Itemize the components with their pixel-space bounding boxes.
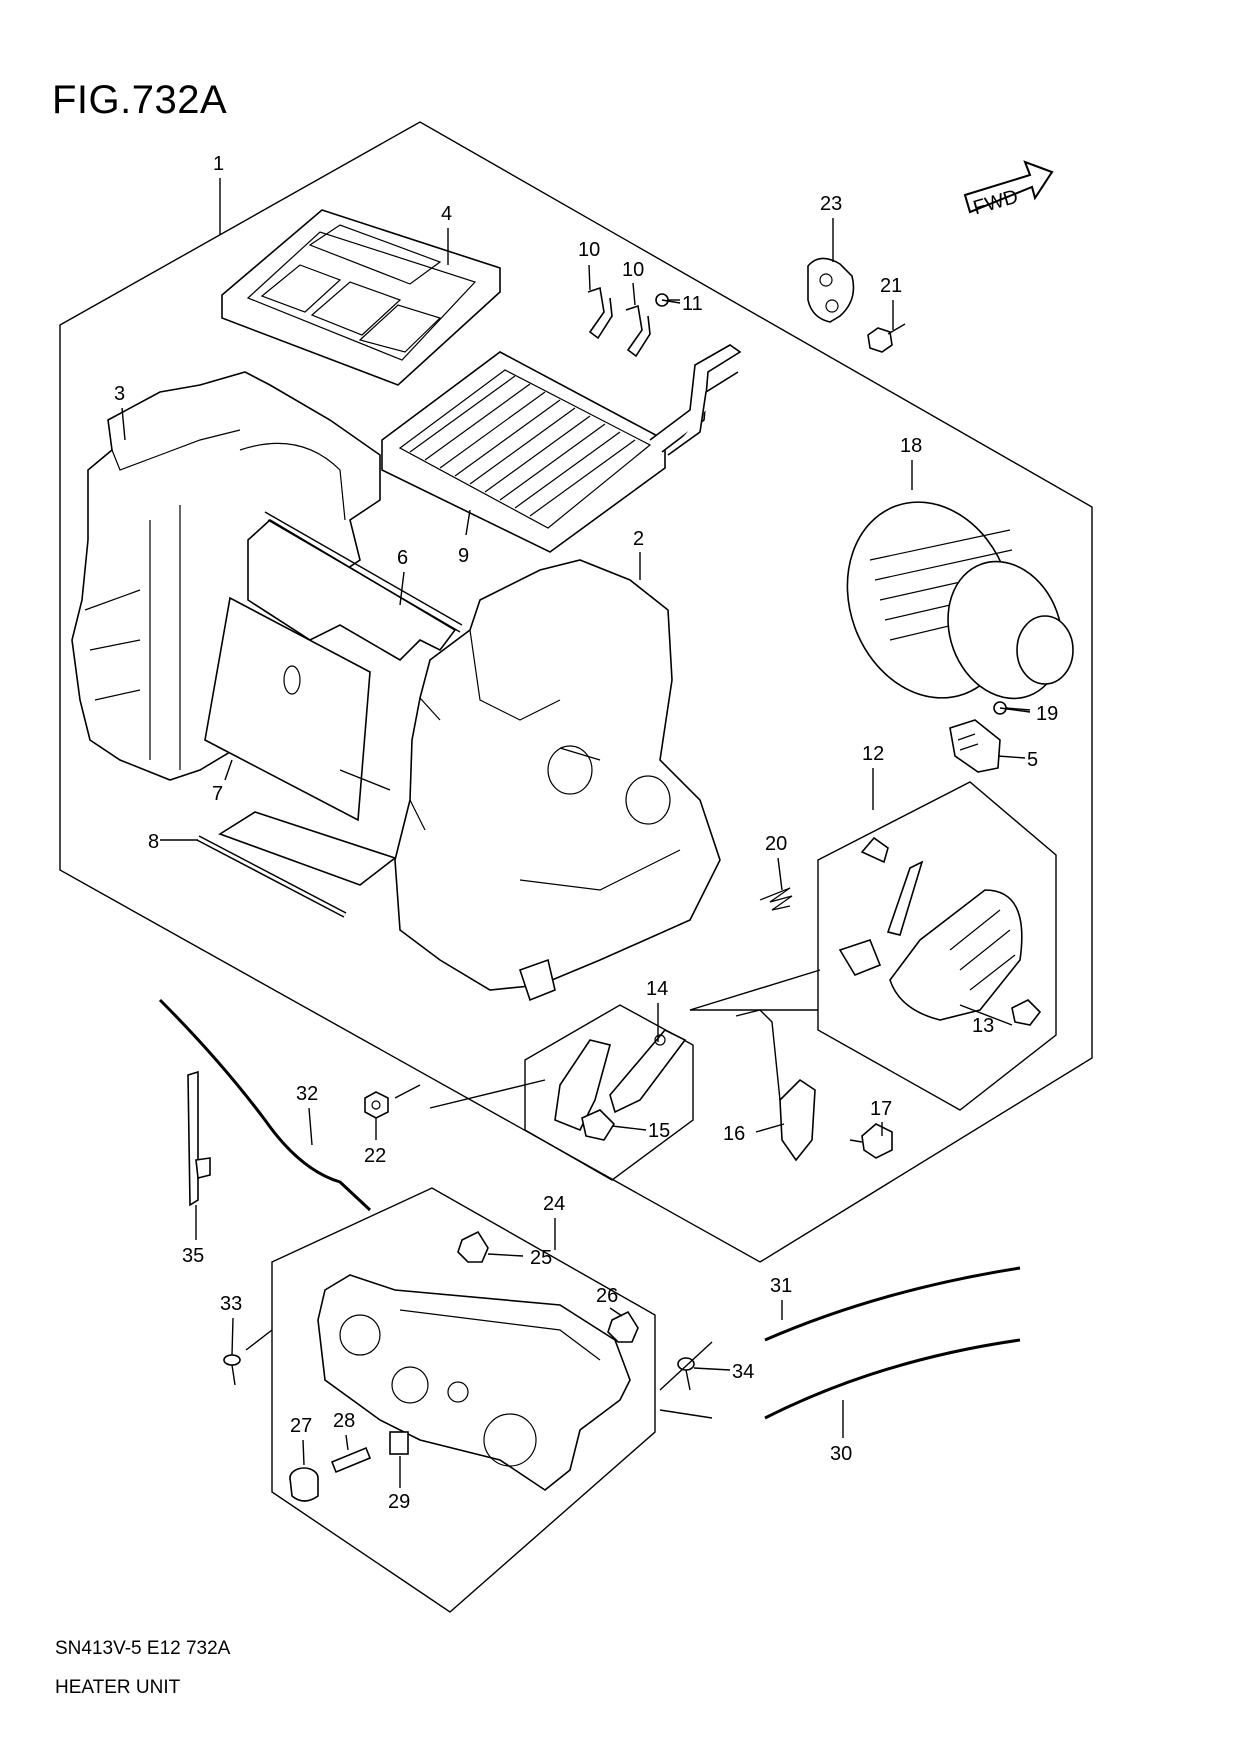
callout-17: 17	[870, 1098, 892, 1120]
callout-11: 11	[682, 293, 703, 315]
callout-16: 16	[723, 1123, 745, 1145]
callout-10b: 10	[622, 259, 644, 281]
part-18-blower-motor	[846, 501, 1074, 700]
fwd-arrow-icon: FWD	[963, 160, 1054, 219]
callout-7: 7	[212, 783, 223, 805]
part-29-button	[389, 1431, 409, 1455]
part-10-clamps	[587, 286, 651, 358]
callout-2: 2	[633, 528, 644, 550]
callout-18: 18	[900, 435, 922, 457]
part-17-clip	[849, 1123, 893, 1159]
part-6-door	[247, 511, 463, 662]
callout-19: 19	[1036, 703, 1058, 725]
part-35-bracket	[187, 1070, 211, 1207]
part-19-screw	[993, 701, 1031, 715]
callout-8: 8	[148, 831, 159, 853]
part-31-cable	[764, 1266, 1021, 1342]
part-20-spring	[759, 887, 793, 911]
callout-25: 25	[530, 1247, 552, 1269]
callout-35: 35	[182, 1245, 204, 1267]
heater-unit-group-outline	[59, 121, 1093, 1263]
part-16-lever	[735, 1009, 816, 1162]
part-25-bulb	[457, 1230, 489, 1263]
callout-9: 9	[458, 545, 469, 567]
part-12-lever-assembly	[838, 836, 1023, 1021]
callout-10a: 10	[578, 239, 600, 261]
blend-door-sub-outline	[817, 781, 1057, 1111]
control-panel-group-outline	[271, 1187, 656, 1613]
part-4-filter-frame	[221, 209, 501, 386]
part-33-screw	[223, 1354, 241, 1386]
callout-22: 22	[364, 1145, 386, 1167]
part-14-mode-lever	[554, 1029, 687, 1132]
part-21-screw	[867, 323, 906, 353]
callout-1: 1	[213, 153, 224, 175]
part-5-resistor	[949, 719, 1001, 773]
callout-33: 33	[220, 1293, 242, 1315]
callout-labels: 1 4 3 9 6 2 7 8 10 10 11 23 21 18 19 5 1…	[114, 153, 1058, 1513]
callout-4: 4	[441, 203, 452, 225]
part-28-pin	[330, 1446, 372, 1474]
part-8-shaft	[196, 811, 397, 918]
callout-26: 26	[596, 1285, 618, 1307]
part-23-grommet	[807, 257, 855, 323]
callout-23: 23	[820, 193, 842, 215]
callout-20: 20	[765, 833, 787, 855]
callout-28: 28	[333, 1410, 355, 1432]
callout-30: 30	[830, 1443, 852, 1465]
part-22-nut	[364, 1091, 389, 1119]
callout-13: 13	[972, 1015, 994, 1037]
leader-lines	[121, 178, 1031, 1488]
callout-21: 21	[880, 275, 902, 297]
part-24-control-panel	[317, 1274, 631, 1491]
part-30-cable	[764, 1338, 1021, 1420]
callout-34: 34	[732, 1361, 754, 1383]
callout-14: 14	[646, 978, 668, 1000]
figure-title: FIG.732A	[52, 78, 228, 122]
assembly-name: HEATER UNIT	[55, 1677, 181, 1698]
callout-6: 6	[397, 547, 408, 569]
part-2-case-right	[394, 559, 721, 1002]
part-34-screw	[677, 1357, 695, 1391]
part-11-screw	[655, 293, 680, 307]
part-7-door-plate	[204, 596, 391, 822]
callout-32: 32	[296, 1083, 318, 1105]
part-26-bulb	[607, 1310, 639, 1343]
part-27-knob-cap	[289, 1467, 319, 1502]
callout-12: 12	[862, 743, 884, 765]
drawing-code: SN413V-5 E12 732A	[55, 1638, 231, 1659]
part-9-heater-core	[381, 344, 742, 553]
callout-31: 31	[770, 1275, 792, 1297]
callout-5: 5	[1027, 749, 1038, 771]
callout-15: 15	[648, 1120, 670, 1142]
part-32-cable	[158, 998, 372, 1212]
callout-24: 24	[543, 1193, 565, 1215]
mode-lever-sub-outline	[524, 1004, 694, 1181]
callout-3: 3	[114, 383, 125, 405]
callout-29: 29	[388, 1491, 410, 1513]
part-15-clip	[581, 1109, 616, 1141]
part-13-clip	[1011, 999, 1042, 1026]
callout-27: 27	[290, 1415, 312, 1437]
